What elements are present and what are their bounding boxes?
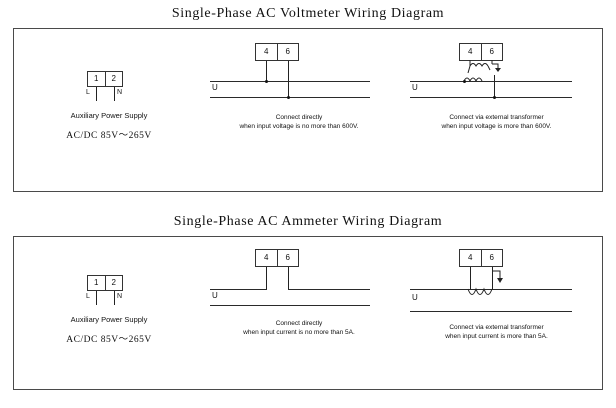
bus-line-lower [210,305,370,306]
diagram-transformer-voltmeter: 4 6 [394,29,599,191]
bus-line-upper [410,81,572,82]
diagram-transformer-ammeter: 4 6 U Connect via external tr [394,237,599,389]
bus-label-u: U [412,293,418,302]
wire-drop-terminal-4 [266,61,267,81]
caption-transformer-line1: Connect via external transformer [449,324,544,331]
terminal-block-aux: 1 2 [87,71,123,87]
wire-drop-terminal-6 [492,267,493,289]
caption-direct-line2: when input current is no more than 5A. [243,329,355,336]
bus-line-lower [410,97,572,98]
bus-line-lower [210,97,370,98]
wire-drop-to-lower-bus [494,75,495,97]
terminal-4: 4 [264,47,269,56]
terminal-2: 2 [104,72,123,86]
diagram-aux-power-ammeter: 1 2 L N Auxiliary Power Supply AC/DC 85V… [14,237,204,389]
terminal-block-direct: 4 6 [255,249,299,267]
page-title-voltmeter: Single-Phase AC Voltmeter Wiring Diagram [171,6,445,21]
terminal-2: 2 [104,276,123,290]
diagram-direct-voltmeter: 4 6 U Connect directly when input voltag… [194,29,404,191]
aux-power-range: AC/DC 85V～265V [66,335,152,345]
panel-voltmeter: 1 2 L N Auxiliary Power Supply AC/DC 85V… [13,28,603,192]
current-transformer-coil-icon [467,287,493,295]
pin-label-n: N [117,89,123,96]
junction-node-lower [493,96,496,99]
bus-line-upper-left [210,289,267,290]
terminal-4: 4 [468,47,473,56]
terminal-6: 6 [480,250,503,266]
terminal-block-aux: 1 2 [87,275,123,291]
caption-direct-line2: when input voltage is no more than 600V. [239,123,359,130]
wire-aux-l [96,87,97,101]
wire-aux-n [114,291,115,305]
panel-ammeter: 1 2 L N Auxiliary Power Supply AC/DC 85V… [13,236,603,390]
wire-aux-n [114,87,115,101]
junction-node-upper [265,80,268,83]
aux-power-supply-label: Auxiliary Power Supply [70,111,148,120]
junction-node-upper [463,80,466,83]
bus-line-lower [410,311,572,312]
diagram-aux-power-voltmeter: 1 2 L N Auxiliary Power Supply AC/DC 85V… [14,29,204,191]
pin-label-n: N [117,293,123,300]
section-voltmeter: Single-Phase AC Voltmeter Wiring Diagram… [13,6,603,192]
bus-label-u: U [212,83,218,92]
wire-drop-terminal-6 [288,267,289,289]
bus-line-upper [410,289,572,290]
aux-power-range: AC/DC 85V～265V [66,131,152,141]
diagram-direct-ammeter: 4 6 U Connect directly when input curren… [194,237,404,389]
terminal-4: 4 [468,253,473,262]
terminal-block-transformer: 4 6 [459,43,503,61]
caption-direct-line1: Connect directly [275,320,323,327]
terminal-6: 6 [276,44,299,60]
pin-label-l: L [86,89,90,96]
caption-direct-line1: Connect directly [275,114,323,121]
caption-transformer-line2: when input current is more than 5A. [445,333,548,340]
section-ammeter: Single-Phase AC Ammeter Wiring Diagram 1… [0,208,616,408]
pin-label-l: L [86,293,90,300]
page-title-ammeter: Single-Phase AC Ammeter Wiring Diagram [173,214,443,229]
bus-label-u: U [412,83,418,92]
bus-line-upper [210,81,370,82]
caption-transformer-line1: Connect via external transformer [449,114,544,121]
terminal-6: 6 [480,44,503,60]
wire-drop-terminal-4 [470,267,471,289]
terminal-4: 4 [264,253,269,262]
aux-power-supply-label: Auxiliary Power Supply [70,315,148,324]
wire-drop-terminal-4 [266,267,267,289]
bus-label-u: U [212,291,218,300]
junction-node-lower [287,96,290,99]
wire-drop-terminal-6 [288,61,289,97]
terminal-6: 6 [276,250,299,266]
caption-transformer-line2: when input voltage is more than 600V. [441,123,552,130]
transformer-symbol [463,60,501,83]
bus-line-upper-right [288,289,370,290]
ct-polarity-arrow-icon [492,270,503,283]
terminal-1: 1 [94,278,99,287]
terminal-block-direct: 4 6 [255,43,299,61]
wire-aux-l [96,291,97,305]
terminal-block-transformer: 4 6 [459,249,503,267]
terminal-1: 1 [94,74,99,83]
